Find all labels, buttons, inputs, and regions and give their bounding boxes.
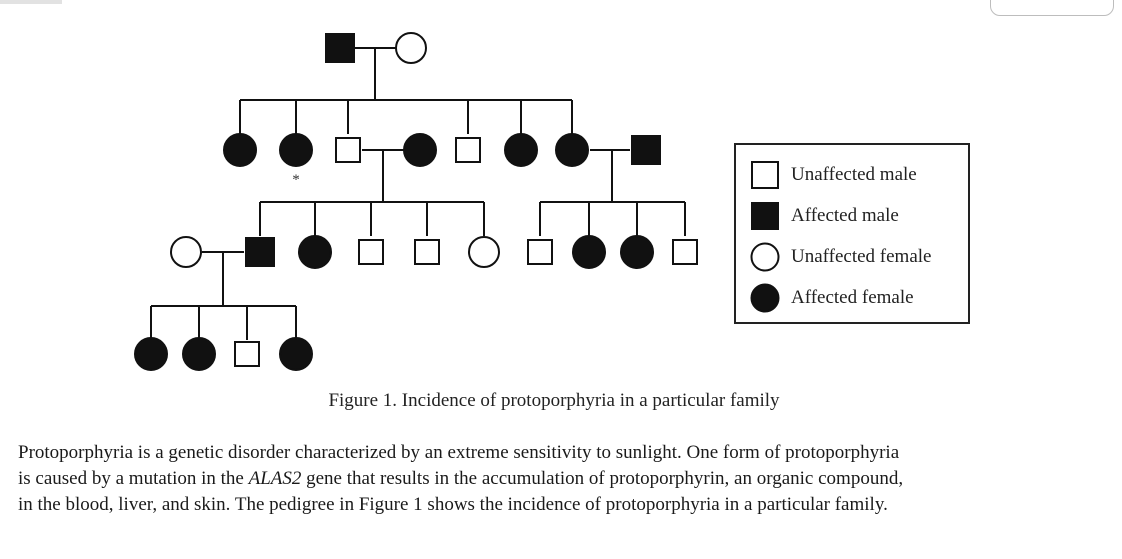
unaffected-female	[468, 236, 500, 268]
unaffected-male	[335, 137, 361, 163]
affected-male	[325, 33, 355, 63]
legend-item-affected-male: Affected male	[750, 200, 899, 232]
paragraph-line: in the blood, liver, and skin. The pedig…	[18, 494, 888, 515]
affected-female	[279, 337, 313, 371]
unaffected-female-symbol	[750, 242, 780, 272]
affected-male	[631, 135, 661, 165]
unaffected-male-symbol	[751, 161, 779, 189]
figure-caption: Figure 1. Incidence of protoporphyria in…	[328, 390, 780, 411]
text-segment: gene that results in the accumulation of…	[301, 468, 904, 489]
unaffected-female	[170, 236, 202, 268]
legend-item-unaffected-female: Unaffected female	[750, 241, 931, 273]
paragraph-line: Protoporphyria is a genetic disorder cha…	[18, 442, 900, 463]
unaffected-male	[358, 239, 384, 265]
affected-male	[245, 237, 275, 267]
top-left-mark	[0, 0, 62, 4]
affected-female	[620, 235, 654, 269]
affected-female	[182, 337, 216, 371]
top-right-button[interactable]	[990, 0, 1114, 16]
pedigree-chart: *	[134, 32, 698, 371]
description-paragraph: Protoporphyria is a genetic disorder cha…	[18, 440, 1108, 518]
pedigree-individuals	[134, 32, 698, 371]
affected-female	[555, 133, 589, 167]
unaffected-female	[395, 32, 427, 64]
affected-male-symbol	[751, 202, 779, 230]
affected-female	[279, 133, 313, 167]
legend-label: Unaffected female	[791, 246, 932, 267]
legend-label: Affected male	[791, 205, 899, 226]
unaffected-male	[527, 239, 553, 265]
legend-label: Affected female	[791, 287, 914, 308]
unaffected-male	[455, 137, 481, 163]
unaffected-male	[234, 341, 260, 367]
unaffected-male	[414, 239, 440, 265]
gene-name: ALAS2	[248, 468, 302, 489]
legend-item-affected-female: Affected female	[750, 282, 914, 314]
legend: Unaffected male Affected male Unaffected…	[734, 143, 970, 324]
unaffected-male	[672, 239, 698, 265]
legend-item-unaffected-male: Unaffected male	[750, 159, 917, 191]
affected-female	[403, 133, 437, 167]
affected-female	[134, 337, 168, 371]
affected-female	[223, 133, 257, 167]
pedigree-lines	[150, 47, 686, 340]
proband-marker: *	[292, 172, 300, 188]
affected-female	[572, 235, 606, 269]
affected-female-symbol	[750, 283, 780, 313]
affected-female	[298, 235, 332, 269]
affected-female	[504, 133, 538, 167]
legend-label: Unaffected male	[791, 164, 917, 185]
paragraph-line: is caused by a mutation in the ALAS2 gen…	[18, 466, 1108, 492]
text-segment: is caused by a mutation in the	[18, 468, 249, 489]
